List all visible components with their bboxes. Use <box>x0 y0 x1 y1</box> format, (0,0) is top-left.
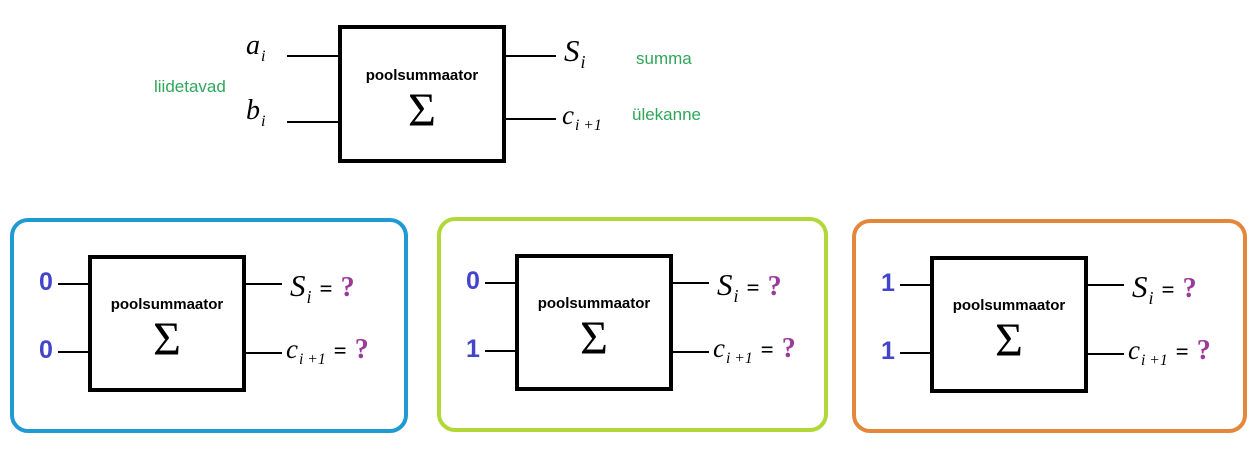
wire-input-2 <box>485 350 521 352</box>
question-mark: ? <box>1196 335 1211 366</box>
wire-output-sum <box>673 282 709 284</box>
inputs-annotation: liidetavad <box>154 77 226 96</box>
output-sum-base: S <box>717 267 733 302</box>
output-carry-label: ci +1 <box>1128 337 1168 369</box>
output-carry-label: ci +1 <box>286 336 326 368</box>
half-adder-box-label: poolsummaator <box>537 295 651 313</box>
output-carry-subscript: i +1 <box>1140 352 1168 370</box>
sigma-symbol: Σ <box>408 83 436 137</box>
case-card-0-0: 0 0 poolsummaator Σ Si =? ci +1 =? <box>10 218 408 433</box>
wire-input-a <box>287 55 338 57</box>
carry-annotation: ülekanne <box>632 105 702 124</box>
half-adder-box-label: poolsummaator <box>110 296 224 314</box>
input-bit-2: 1 <box>466 335 480 363</box>
output-carry-subscript: i +1 <box>574 117 602 135</box>
half-adder-box: poolsummaator Σ <box>515 254 673 391</box>
half-adder-box: poolsummaator Σ <box>930 256 1088 393</box>
input-bit-1: 0 <box>39 268 53 296</box>
wire-output-carry <box>673 351 709 353</box>
input-a-label: ai <box>246 32 266 64</box>
sum-annotation: summa <box>636 49 692 68</box>
equals-sign: = <box>760 337 774 362</box>
output-sum-label: Si <box>290 270 312 306</box>
question-mark: ? <box>781 333 796 364</box>
input-a-base: a <box>246 30 260 61</box>
wire-input-2 <box>900 352 936 354</box>
output-sum-label: Si <box>1132 271 1154 307</box>
output-sum-base: S <box>1132 269 1148 304</box>
input-bit-2: 1 <box>881 337 895 365</box>
question-mark: ? <box>1182 273 1197 304</box>
case-card-0-1: 0 1 poolsummaator Σ Si =? ci +1 =? <box>437 217 828 432</box>
wire-input-1 <box>900 284 936 286</box>
input-bit-2: 0 <box>39 336 53 364</box>
question-mark: ? <box>767 271 782 302</box>
output-sum-subscript: i <box>306 287 312 308</box>
question-mark: ? <box>354 334 369 365</box>
output-sum-base: S <box>290 268 306 303</box>
sum-equation: Si =? <box>290 270 355 306</box>
output-carry-label: ci +1 <box>713 335 753 367</box>
equals-sign: = <box>319 276 333 301</box>
wire-input-1 <box>58 283 94 285</box>
equals-sign: = <box>1161 277 1175 302</box>
output-carry-subscript: i +1 <box>725 350 753 368</box>
wire-input-2 <box>58 351 94 353</box>
input-a-subscript: i <box>261 46 266 65</box>
sigma-symbol: Σ <box>580 312 608 366</box>
carry-equation: ci +1 =? <box>1128 337 1211 369</box>
half-adder-box: poolsummaator Σ <box>338 25 506 163</box>
equals-sign: = <box>746 275 760 300</box>
output-carry-base: c <box>1128 335 1140 365</box>
sum-equation: Si =? <box>717 269 782 305</box>
question-mark: ? <box>340 272 355 303</box>
output-carry-subscript: i +1 <box>298 351 326 369</box>
half-adder-box-label: poolsummaator <box>952 297 1066 315</box>
output-carry-label: ci +1 <box>562 102 602 134</box>
output-sum-base: S <box>564 33 580 68</box>
wire-input-b <box>287 121 338 123</box>
sigma-symbol: Σ <box>153 313 181 367</box>
sum-equation: Si =? <box>1132 271 1197 307</box>
carry-equation: ci +1 =? <box>713 335 796 367</box>
equals-sign: = <box>333 338 347 363</box>
input-b-base: b <box>246 95 260 126</box>
output-sum-label: Si <box>717 269 739 305</box>
carry-equation: ci +1 =? <box>286 336 369 368</box>
wire-output-sum <box>246 283 282 285</box>
input-bit-1: 0 <box>466 267 480 295</box>
wire-output-carry <box>506 118 556 120</box>
half-adder-box: poolsummaator Σ <box>88 255 246 392</box>
input-bit-1: 1 <box>881 269 895 297</box>
input-b-subscript: i <box>261 111 266 130</box>
output-sum-subscript: i <box>1148 288 1154 309</box>
half-adder-box-label: poolsummaator <box>365 66 479 84</box>
output-carry-base: c <box>562 100 574 130</box>
output-carry-base: c <box>286 334 298 364</box>
sigma-symbol: Σ <box>995 314 1023 368</box>
output-sum-subscript: i <box>733 286 739 307</box>
output-carry-base: c <box>713 333 725 363</box>
input-b-label: bi <box>246 97 266 129</box>
wire-output-sum <box>1088 284 1124 286</box>
wire-output-carry <box>1088 353 1124 355</box>
output-sum-label: Si <box>564 35 586 71</box>
wire-input-1 <box>485 282 521 284</box>
wire-output-sum <box>506 55 556 57</box>
output-sum-subscript: i <box>580 52 586 73</box>
equals-sign: = <box>1175 339 1189 364</box>
wire-output-carry <box>246 352 282 354</box>
case-card-1-1: 1 1 poolsummaator Σ Si =? ci +1 =? <box>852 219 1247 433</box>
